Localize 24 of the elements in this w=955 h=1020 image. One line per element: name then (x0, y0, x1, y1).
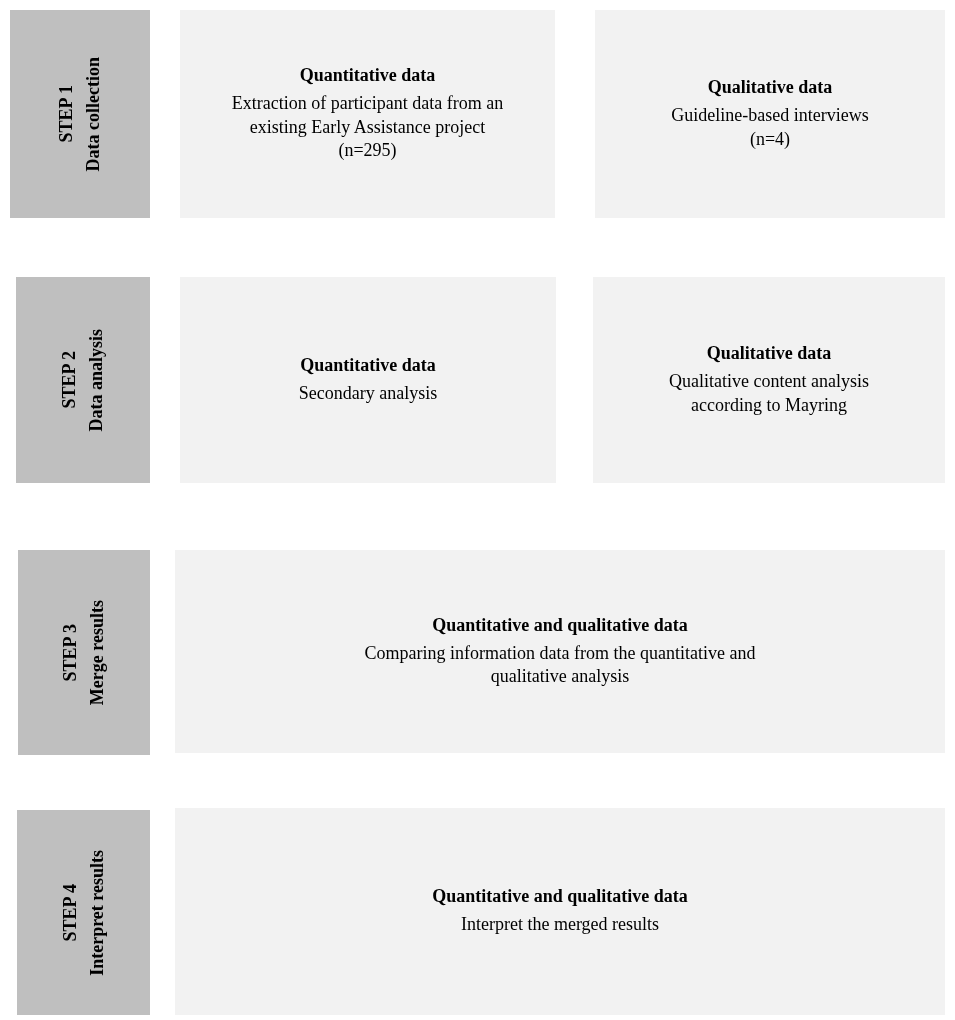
box-description: Interpret the merged results (460, 913, 660, 937)
box-description: Extraction of participant data from an existing Early Assistance project (n=295) (230, 92, 505, 163)
step-bar (17, 810, 150, 1015)
step-title: Data collection (83, 56, 104, 172)
step-title: Interpret results (86, 849, 108, 976)
box-description: Secondary analysis (298, 381, 438, 405)
box-heading: Qualitative data (707, 77, 833, 99)
box-heading: Quantitative data (300, 354, 436, 376)
box-heading: Qualitative data (706, 343, 832, 365)
step-number: STEP 3 (60, 623, 81, 682)
box-heading: Quantitative data (299, 65, 436, 87)
step-title: Data analysis (86, 328, 107, 432)
step-number: STEP 2 (59, 351, 80, 409)
box-description: Guideline-based interviews (n=4) (670, 104, 870, 151)
box-description: Qualitative content analysis according to Mayring (668, 370, 870, 417)
box-description: Comparing information data from the quantitative and qualitative analysis (363, 641, 757, 688)
step-bar (16, 277, 150, 483)
step-title: Merge results (87, 599, 108, 706)
step-bar (10, 10, 150, 218)
box-heading: Quantitative and qualitative data (432, 886, 688, 908)
box-heading: Quantitative and qualitative data (432, 614, 688, 636)
step-bar (18, 550, 150, 755)
step-number: STEP 1 (56, 85, 77, 143)
step-number: STEP 4 (59, 883, 81, 942)
